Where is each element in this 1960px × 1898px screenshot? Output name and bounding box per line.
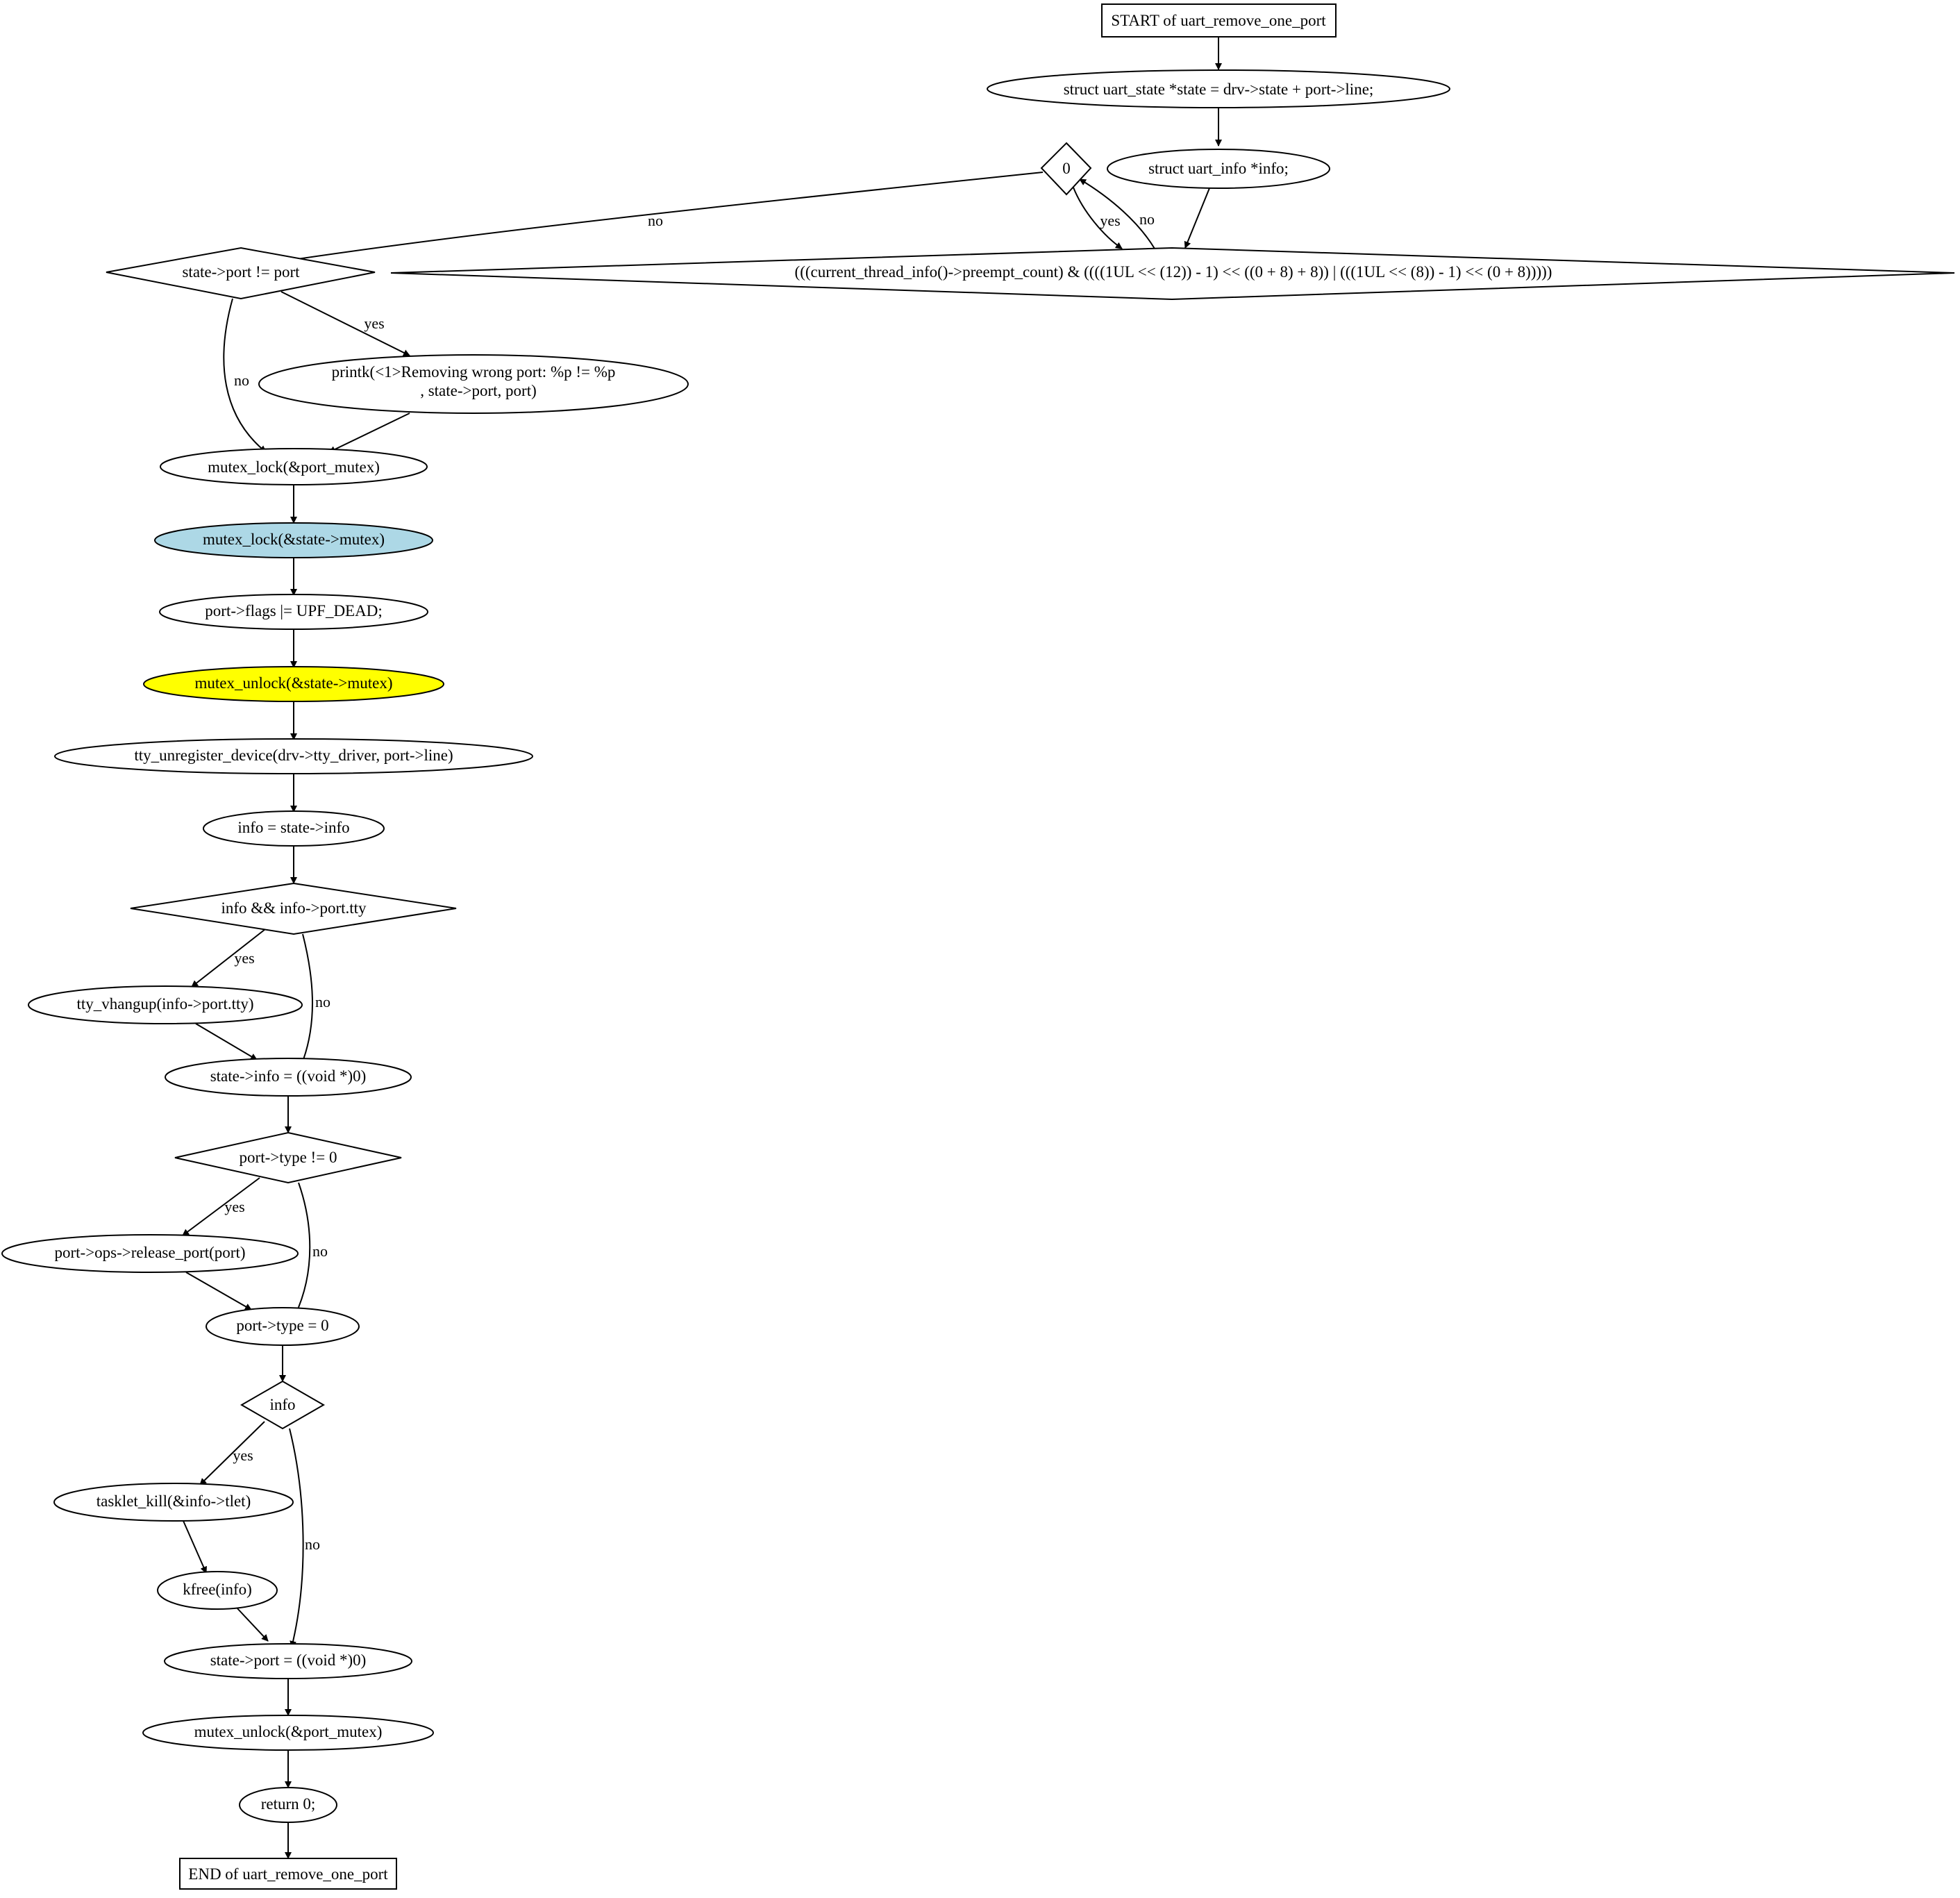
node-printk-label-line2: , state->port, port) xyxy=(420,382,537,399)
edge-info-no-to-state-port-null xyxy=(289,1428,304,1648)
edge-label-info-tty-yes: yes xyxy=(234,949,254,967)
edge-kfree-to-state-port-null xyxy=(235,1606,269,1642)
node-printk: printk(<1>Removing wrong port: %p != %p … xyxy=(258,354,689,414)
edge-label-port-type-no: no xyxy=(312,1242,328,1260)
edge-labels: no yes no yes no yes no yes no yes no xyxy=(224,210,1155,1553)
node-mutex-lock-port-label: mutex_lock(&port_mutex) xyxy=(208,458,380,476)
node-preempt-check-label: (((current_thread_info()->preempt_count)… xyxy=(795,263,1552,281)
node-state-port-null-label: state->port = ((void *)0) xyxy=(210,1651,367,1669)
node-zero: 0 xyxy=(1040,142,1092,196)
node-info-assign-label: info = state->info xyxy=(237,819,349,836)
node-return-zero-label: return 0; xyxy=(261,1795,316,1813)
node-mutex-lock-port: mutex_lock(&port_mutex) xyxy=(160,448,428,485)
edge-port-type-yes-to-release xyxy=(182,1177,260,1236)
node-mutex-unlock-port-label: mutex_unlock(&port_mutex) xyxy=(194,1723,383,1740)
node-state-info-null-label: state->info = ((void *)0) xyxy=(210,1067,367,1085)
node-mutex-lock-state: mutex_lock(&state->mutex) xyxy=(154,522,433,558)
node-kfree-label: kfree(info) xyxy=(183,1581,252,1598)
node-start-label: START of uart_remove_one_port xyxy=(1111,12,1326,29)
node-port-flags-label: port->flags |= UPF_DEAD; xyxy=(205,602,382,619)
nodes: START of uart_remove_one_port struct uar… xyxy=(1,3,1955,1890)
node-release-port-label: port->ops->release_port(port) xyxy=(54,1244,245,1261)
edge-vhangup-to-state-info xyxy=(195,1023,258,1060)
node-info-tty-check-label: info && info->port.tty xyxy=(221,899,367,917)
edge-info-yes-to-tasklet xyxy=(199,1421,265,1485)
node-port-type-zero-label: port->type = 0 xyxy=(236,1317,328,1334)
node-tasklet-kill: tasklet_kill(&info->tlet) xyxy=(53,1483,294,1522)
edge-preempt-no-to-zero xyxy=(1079,178,1155,249)
edge-tasklet-to-kfree xyxy=(183,1520,207,1574)
node-state-decl: struct uart_state *state = drv->state + … xyxy=(987,69,1450,108)
node-tasklet-kill-label: tasklet_kill(&info->tlet) xyxy=(97,1492,251,1510)
node-port-type-zero: port->type = 0 xyxy=(206,1307,360,1346)
edge-label-zero-yes: yes xyxy=(1100,212,1120,229)
edge-label-port-type-yes: yes xyxy=(224,1198,244,1215)
edge-label-info-tty-no: no xyxy=(315,993,330,1010)
edge-label-info-yes: yes xyxy=(233,1447,253,1464)
node-state-port-check: state->port != port xyxy=(106,247,376,300)
node-tty-unregister-label: tty_unregister_device(drv->tty_driver, p… xyxy=(134,747,453,764)
edge-state-port-no-to-mutex-lock xyxy=(223,298,267,453)
edge-info-tty-yes-to-vhangup xyxy=(191,929,266,988)
node-port-flags: port->flags |= UPF_DEAD; xyxy=(159,594,428,630)
node-info-decl: struct uart_info *info; xyxy=(1107,149,1330,189)
node-mutex-unlock-port: mutex_unlock(&port_mutex) xyxy=(142,1715,434,1751)
edge-info-tty-no-to-state-info xyxy=(299,933,313,1067)
node-tty-vhangup-label: tty_vhangup(info->port.tty) xyxy=(76,995,253,1013)
node-info-tty-check: info && info->port.tty xyxy=(130,882,457,935)
edge-label-state-port-no: no xyxy=(234,372,249,389)
node-mutex-unlock-state-label: mutex_unlock(&state->mutex) xyxy=(194,674,392,692)
edge-label-preempt-no: no xyxy=(1139,210,1155,228)
node-port-type-check-label: port->type != 0 xyxy=(240,1149,337,1166)
node-state-port-check-label: state->port != port xyxy=(182,263,300,281)
edge-port-type-no-to-port-type-zero xyxy=(294,1182,311,1316)
edge-label-info-no: no xyxy=(305,1535,320,1553)
node-info-check: info xyxy=(240,1380,326,1430)
node-info-decl-label: struct uart_info *info; xyxy=(1148,160,1289,177)
node-start: START of uart_remove_one_port xyxy=(1101,3,1337,38)
node-state-decl-label: struct uart_state *state = drv->state + … xyxy=(1064,81,1374,98)
node-printk-label-line1: printk(<1>Removing wrong port: %p != %p xyxy=(332,363,616,381)
edge-label-state-port-yes: yes xyxy=(364,315,384,332)
node-preempt-check: (((current_thread_info()->preempt_count)… xyxy=(390,247,1955,301)
node-info-check-label: info xyxy=(269,1396,295,1413)
edge-label-zero-no: no xyxy=(648,212,663,229)
edge-zero-yes-to-preempt xyxy=(1073,187,1123,249)
node-tty-unregister: tty_unregister_device(drv->tty_driver, p… xyxy=(54,738,533,774)
edge-state-port-yes-to-printk xyxy=(280,291,410,356)
edge-info-decl-to-preempt xyxy=(1184,188,1210,249)
edge-zero-no-to-state-port xyxy=(283,172,1044,264)
node-info-assign: info = state->info xyxy=(203,810,385,847)
edges xyxy=(182,37,1222,1859)
node-release-port: port->ops->release_port(port) xyxy=(1,1234,299,1273)
node-mutex-lock-state-label: mutex_lock(&state->mutex) xyxy=(203,531,385,548)
node-zero-label: 0 xyxy=(1062,160,1071,177)
node-kfree: kfree(info) xyxy=(157,1571,278,1610)
node-tty-vhangup: tty_vhangup(info->port.tty) xyxy=(28,985,303,1024)
node-state-port-null: state->port = ((void *)0) xyxy=(164,1643,412,1679)
edge-printk-to-mutex-lock xyxy=(328,413,410,453)
edge-release-to-port-type-zero xyxy=(185,1272,252,1310)
node-end: END of uart_remove_one_port xyxy=(179,1858,397,1890)
node-return-zero: return 0; xyxy=(239,1787,337,1823)
node-port-type-check: port->type != 0 xyxy=(174,1131,402,1184)
node-end-label: END of uart_remove_one_port xyxy=(188,1865,388,1883)
node-mutex-unlock-state: mutex_unlock(&state->mutex) xyxy=(143,666,444,702)
node-state-info-null: state->info = ((void *)0) xyxy=(165,1058,412,1097)
